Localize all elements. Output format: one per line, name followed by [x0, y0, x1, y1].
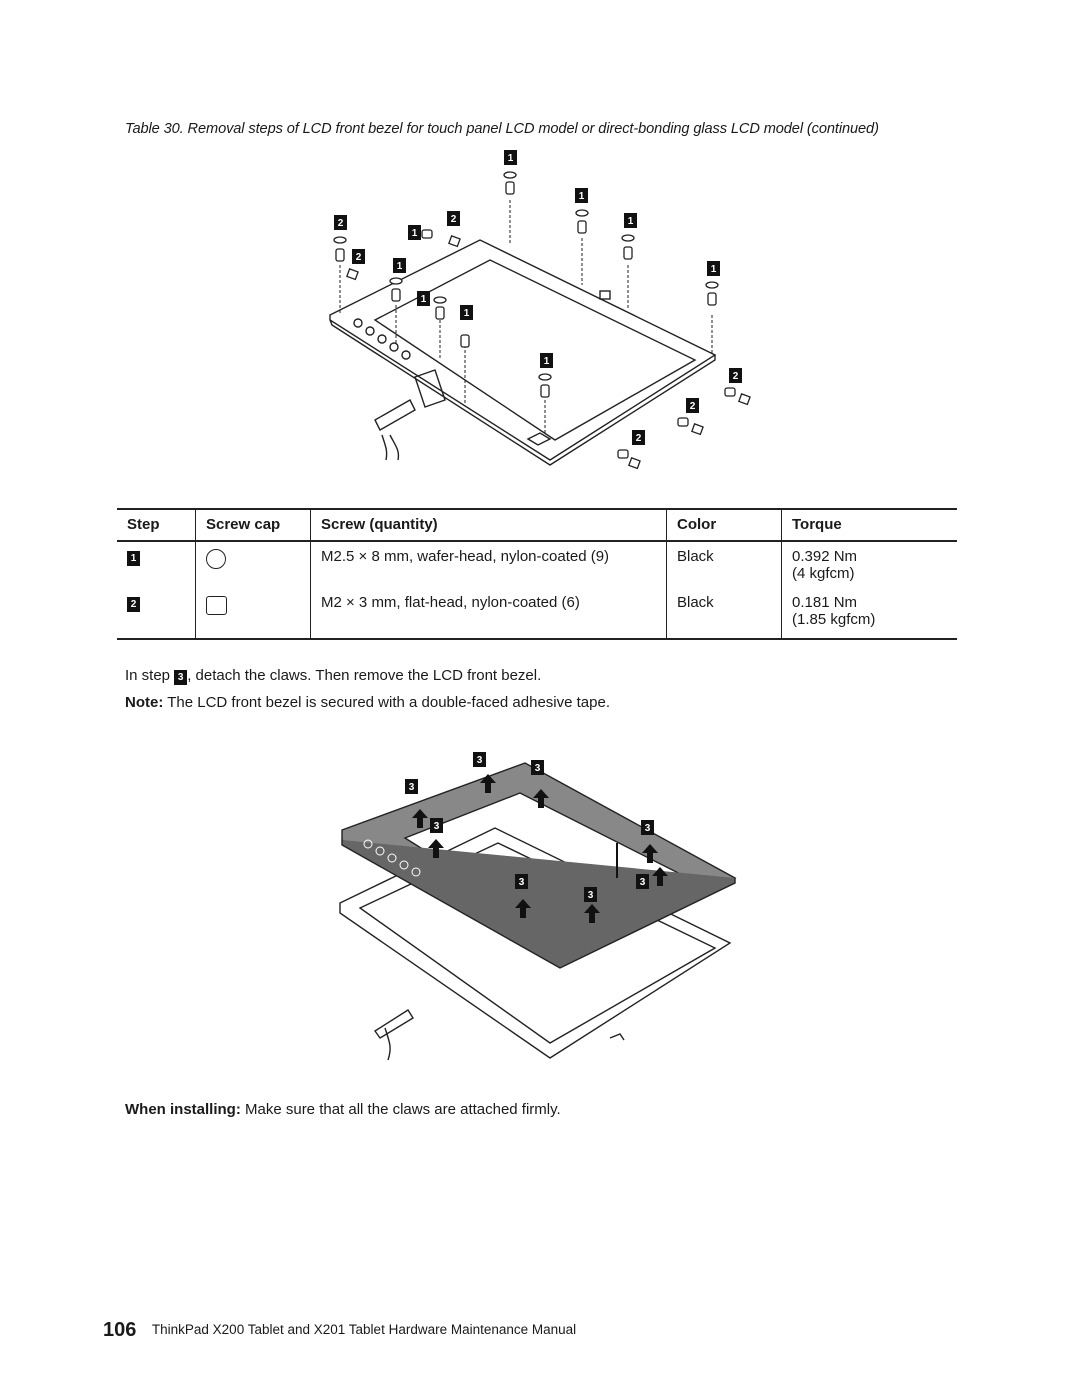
screw-spec: M2.5 × 8 mm, wafer-head, nylon-coated (9… — [310, 541, 667, 588]
callout-badge: 2 — [338, 218, 344, 229]
step-badge: 2 — [127, 597, 140, 612]
step-callouts: 3 3 3 3 3 3 3 3 — [405, 752, 654, 902]
callout-badge: 1 — [464, 308, 470, 319]
cable — [374, 399, 416, 431]
page-footer: 106 ThinkPad X200 Tablet and X201 Tablet… — [103, 1319, 576, 1342]
lcd-panel-outline — [339, 827, 732, 1059]
screw-spec: M2 × 3 mm, flat-head, nylon-coated (6) — [310, 588, 667, 640]
callout-badge: 3 — [409, 782, 415, 793]
callout-badge: 1 — [579, 191, 585, 202]
callout-badge: 1 — [508, 153, 514, 164]
page-number: 106 — [103, 1319, 137, 1341]
arrow-icons — [412, 774, 668, 923]
step-badge: 1 — [127, 551, 140, 566]
table-caption: Table 30. Removal steps of LCD front bez… — [125, 121, 879, 137]
screw-icons — [333, 171, 751, 470]
screw-spec-table: Step Screw cap Screw (quantity) Color To… — [117, 508, 957, 640]
table-row: 1 M2.5 × 8 mm, wafer-head, nylon-coated … — [117, 541, 957, 588]
callout-badge: 3 — [588, 890, 594, 901]
callout-badge: 2 — [356, 252, 362, 263]
torque-kgfcm: (1.85 kgfcm) — [792, 611, 876, 628]
torque-kgfcm: (4 kgfcm) — [792, 565, 855, 582]
callout-badge: 3 — [645, 823, 651, 834]
torque-nm: 0.181 Nm — [792, 594, 858, 611]
manual-title: ThinkPad X200 Tablet and X201 Tablet Har… — [151, 1322, 577, 1337]
installing-label: When installing: — [125, 1101, 241, 1118]
header-torque: Torque — [781, 508, 957, 542]
screw-color: Black — [666, 588, 782, 640]
table-row: 2 M2 × 3 mm, flat-head, nylon-coated (6)… — [117, 588, 957, 640]
callout-badge: 3 — [535, 763, 541, 774]
note: Note: The LCD front bezel is secured wit… — [125, 694, 610, 711]
installing-text: Make sure that all the claws are attache… — [245, 1101, 561, 1118]
installing-note: When installing: Make sure that all the … — [125, 1101, 561, 1118]
callout-badge: 1 — [397, 261, 403, 272]
lcd-display-area — [373, 259, 697, 441]
callout-badge: 1 — [544, 356, 550, 367]
header-screw-cap: Screw cap — [195, 508, 311, 542]
callout-badge: 1 — [628, 216, 634, 227]
callout-badge: 2 — [451, 214, 457, 225]
screw-color: Black — [666, 541, 782, 588]
circle-cap-icon — [206, 549, 226, 569]
lcd-bezel-outline — [329, 239, 717, 461]
callout-badge: 1 — [711, 264, 717, 275]
header-step: Step — [117, 508, 196, 542]
callout-badge: 3 — [640, 877, 646, 888]
bezel-removal-diagram: 3 3 3 3 3 3 3 3 — [339, 752, 737, 1061]
note-text: The LCD front bezel is secured with a do… — [167, 694, 610, 711]
callout-badge: 2 — [733, 371, 739, 382]
header-color: Color — [666, 508, 782, 542]
note-label: Note: — [125, 694, 164, 711]
square-cap-icon — [206, 596, 227, 615]
callout-badge: 3 — [434, 821, 440, 832]
callout-badge: 1 — [412, 228, 418, 239]
callout-badge: 2 — [636, 433, 642, 444]
lcd-front-bezel — [341, 762, 737, 969]
step-instruction: In step 3, detach the claws. Then remove… — [125, 667, 542, 685]
callout-badge: 3 — [519, 877, 525, 888]
callout-badge: 2 — [690, 401, 696, 412]
step-badge: 3 — [174, 670, 188, 685]
header-screw-quantity: Screw (quantity) — [310, 508, 667, 542]
callout-badge: 3 — [477, 755, 483, 766]
screw-removal-diagram: 1 1 1 2 2 1 2 1 1 1 1 1 2 2 2 — [329, 150, 751, 470]
callout-badge: 1 — [421, 294, 427, 305]
torque-nm: 0.392 Nm — [792, 548, 858, 565]
step-callouts: 1 1 1 2 2 1 2 1 1 1 1 1 2 2 2 — [334, 150, 742, 445]
